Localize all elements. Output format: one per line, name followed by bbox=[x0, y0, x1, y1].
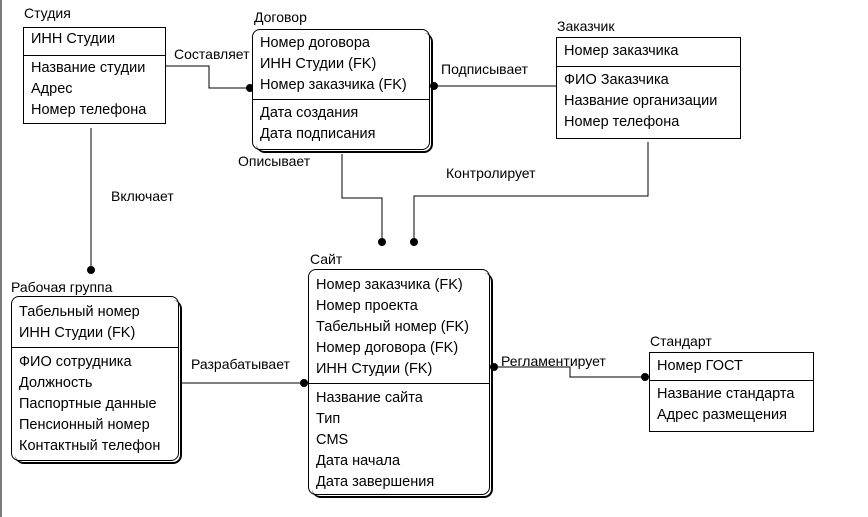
customer-divider bbox=[557, 66, 740, 67]
customer-attr: Номер телефона bbox=[564, 114, 680, 130]
workgroup-key: Табельный номер bbox=[19, 304, 140, 320]
entity-site-title: Сайт bbox=[310, 251, 343, 267]
site-key: Номер заказчика (FK) bbox=[316, 277, 463, 293]
line-describes bbox=[341, 154, 383, 238]
endpoint-develops bbox=[300, 379, 308, 387]
label-composes: Составляет bbox=[174, 46, 250, 62]
endpoint-signs bbox=[430, 82, 438, 90]
studio-key: ИНН Студии bbox=[31, 31, 116, 47]
entity-studio-title: Студия bbox=[24, 5, 71, 21]
entity-studio: ИНН Студии Название студии Адрес Номер т… bbox=[23, 27, 166, 124]
standard-key: Номер ГОСТ bbox=[657, 358, 743, 374]
studio-attr: Название студии bbox=[31, 60, 146, 76]
workgroup-attr: Контактный телефон bbox=[19, 438, 161, 454]
entity-customer-title: Заказчик bbox=[557, 18, 615, 34]
studio-divider bbox=[24, 55, 165, 56]
site-divider bbox=[309, 383, 489, 384]
label-describes: Описывает bbox=[238, 153, 311, 169]
line-composes bbox=[166, 65, 248, 89]
workgroup-key: ИНН Студии (FK) bbox=[19, 325, 136, 341]
site-attr: Дата завершения bbox=[316, 474, 435, 490]
site-key: Номер проекта bbox=[316, 298, 418, 314]
line-controls bbox=[413, 142, 649, 238]
label-controls: Контролирует bbox=[446, 165, 536, 181]
standard-attr: Адрес размещения bbox=[657, 407, 787, 423]
canvas-left-border bbox=[0, 0, 2, 517]
entity-standard-title: Стандарт bbox=[650, 333, 712, 349]
label-regulates: Регламентирует bbox=[501, 353, 606, 369]
contract-attr: Дата создания bbox=[260, 105, 359, 121]
endpoint-describes bbox=[378, 238, 386, 246]
site-attr: Название сайта bbox=[316, 390, 423, 406]
studio-attr: Адрес bbox=[31, 81, 73, 97]
endpoint-controls bbox=[410, 238, 418, 246]
customer-attr: ФИО Заказчика bbox=[564, 72, 669, 88]
contract-divider bbox=[253, 99, 429, 100]
studio-attr: Номер телефона bbox=[31, 102, 147, 118]
label-includes: Включает bbox=[111, 188, 174, 204]
endpoint-includes bbox=[87, 266, 95, 274]
endpoint-regulates-site bbox=[490, 363, 498, 371]
contract-key: ИНН Студии (FK) bbox=[260, 56, 377, 72]
entity-customer: Номер заказчика ФИО Заказчика Название о… bbox=[556, 37, 741, 139]
workgroup-attr: ФИО сотрудника bbox=[19, 354, 132, 370]
contract-key: Номер заказчика (FK) bbox=[260, 77, 407, 93]
entity-standard: Номер ГОСТ Название стандарта Адрес разм… bbox=[649, 352, 814, 432]
label-develops: Разрабатывает bbox=[191, 356, 290, 372]
workgroup-attr: Паспортные данные bbox=[19, 396, 157, 412]
endpoint-regulates-standard bbox=[641, 373, 649, 381]
site-key: Табельный номер (FK) bbox=[316, 319, 469, 335]
standard-divider bbox=[650, 380, 813, 381]
standard-attr: Название стандарта bbox=[657, 386, 795, 402]
label-signs: Подписывает bbox=[441, 61, 528, 77]
site-attr: CMS bbox=[316, 432, 349, 448]
workgroup-attr: Пенсионный номер bbox=[19, 417, 150, 433]
workgroup-divider bbox=[12, 347, 178, 348]
entity-workgroup: Табельный номер ИНН Студии (FK) ФИО сотр… bbox=[11, 296, 182, 464]
entity-workgroup-title: Рабочая группа bbox=[11, 279, 113, 295]
customer-key: Номер заказчика bbox=[564, 43, 679, 59]
line-regulates bbox=[494, 366, 642, 378]
entity-contract: Номер договора ИНН Студии (FK) Номер зак… bbox=[252, 29, 433, 153]
site-key: ИНН Студии (FK) bbox=[316, 361, 433, 377]
customer-attr: Название организации bbox=[564, 93, 718, 109]
contract-attr: Дата подписания bbox=[260, 126, 376, 142]
entity-contract-title: Договор bbox=[254, 9, 307, 25]
contract-key: Номер договора bbox=[260, 35, 370, 51]
entity-site: Номер заказчика (FK) Номер проекта Табел… bbox=[308, 269, 493, 498]
site-key: Номер договора (FK) bbox=[316, 340, 459, 356]
site-attr: Тип bbox=[316, 411, 341, 427]
workgroup-attr: Должность bbox=[19, 375, 93, 391]
site-attr: Дата начала bbox=[316, 453, 401, 469]
